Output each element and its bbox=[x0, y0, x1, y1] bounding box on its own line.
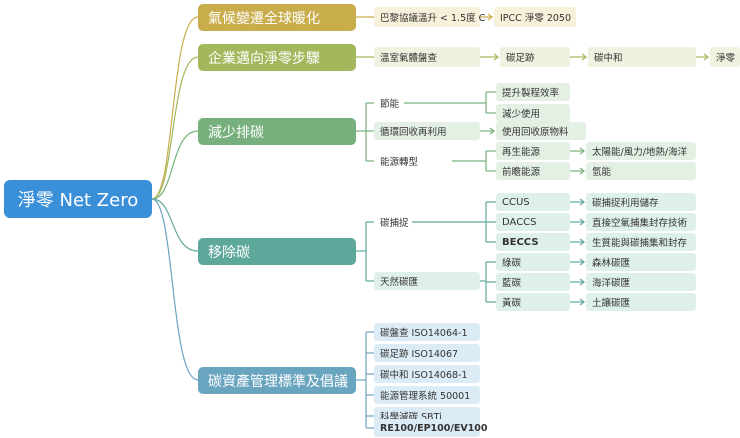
branch-climate[interactable]: 氣候變遷全球暖化 bbox=[198, 4, 356, 31]
renewable-sources[interactable]: 太陽能/風力/地熱/海洋 bbox=[586, 142, 696, 160]
daccs-description[interactable]: 直接空氣捕集封存技術 bbox=[586, 213, 696, 231]
root-link-2 bbox=[151, 130, 199, 200]
ccus-description[interactable]: 碳捕捉利用儲存 bbox=[586, 193, 696, 211]
root-link-4 bbox=[151, 198, 199, 381]
branch-enterprise[interactable]: 企業邁向淨零步驟 bbox=[198, 44, 356, 71]
frontier-hydrogen[interactable]: 氫能 bbox=[586, 162, 696, 180]
root-link-3 bbox=[151, 198, 199, 252]
branch-reduce[interactable]: 減少排碳 bbox=[198, 118, 356, 145]
capture-ccus[interactable]: CCUS bbox=[496, 193, 570, 211]
natural-blue-carbon[interactable]: 藍碳 bbox=[496, 273, 570, 291]
renewable-arrow-head bbox=[579, 147, 585, 155]
removal-arrow-1-head bbox=[579, 218, 585, 226]
branch-standards[interactable]: 碳資產管理標準及倡議 bbox=[198, 367, 356, 394]
reduce-recycle[interactable]: 循環回收再利用 bbox=[374, 122, 480, 140]
capture-daccs[interactable]: DACCS bbox=[496, 213, 570, 231]
removal-arrow-0-head bbox=[579, 198, 585, 206]
recycle-materials[interactable]: 使用回收原物料 bbox=[496, 122, 586, 140]
recycle-arrow-head bbox=[489, 127, 495, 135]
energy-saving-reduce-use[interactable]: 減少使用 bbox=[496, 104, 570, 122]
climate-arrow-head bbox=[487, 13, 493, 21]
transition-renewable[interactable]: 再生能源 bbox=[496, 142, 570, 160]
removal-natural-sink[interactable]: 天然碳匯 bbox=[374, 272, 480, 290]
branch-removal[interactable]: 移除碳 bbox=[198, 238, 356, 265]
reduce-energy-transition[interactable]: 能源轉型 bbox=[380, 157, 419, 168]
root-node[interactable]: 淨零 Net Zero bbox=[4, 180, 152, 218]
natural-yellow-carbon[interactable]: 黃碳 bbox=[496, 293, 570, 311]
standard-iso14067[interactable]: 碳足跡 ISO14067 bbox=[374, 344, 480, 362]
root-link-0 bbox=[151, 16, 199, 200]
climate-item-ipcc[interactable]: IPCC 淨零 2050 bbox=[494, 7, 576, 27]
enterprise-arrow-3-head bbox=[703, 53, 709, 61]
natural-green-carbon[interactable]: 綠碳 bbox=[496, 253, 570, 271]
climate-item-paris[interactable]: 巴黎協議溫升 < 1.5度 C bbox=[374, 7, 485, 27]
enterprise-step-footprint[interactable]: 碳足跡 bbox=[500, 47, 570, 67]
standard-iso50001[interactable]: 能源管理系統 50001 bbox=[374, 386, 480, 404]
energy-saving-efficiency[interactable]: 提升製程效率 bbox=[496, 83, 570, 101]
removal-arrow-2-head bbox=[579, 238, 585, 246]
frontier-arrow-head bbox=[579, 167, 585, 175]
removal-arrow-4-head bbox=[579, 278, 585, 286]
removal-capture[interactable]: 碳捕捉 bbox=[380, 218, 409, 229]
root-link-1 bbox=[151, 56, 199, 200]
green-carbon-desc[interactable]: 森林碳匯 bbox=[586, 253, 696, 271]
standard-re100[interactable]: RE100/EP100/EV100 bbox=[374, 419, 488, 437]
enterprise-arrow-2-head bbox=[581, 53, 587, 61]
enterprise-step-netzero[interactable]: 淨零 bbox=[710, 47, 740, 67]
reduce-energy-saving[interactable]: 節能 bbox=[380, 99, 400, 110]
enterprise-arrow-1-head bbox=[493, 53, 499, 61]
beccs-description[interactable]: 生質能與碳捕集和封存 bbox=[586, 233, 696, 251]
yellow-carbon-desc[interactable]: 土讓碳匯 bbox=[586, 293, 696, 311]
blue-carbon-desc[interactable]: 海洋碳匯 bbox=[586, 273, 696, 291]
standard-iso14064[interactable]: 碳盤查 ISO14064-1 bbox=[374, 323, 480, 341]
removal-arrow-3-head bbox=[579, 258, 585, 266]
standard-iso14068[interactable]: 碳中和 ISO14068-1 bbox=[374, 365, 480, 383]
enterprise-step-inventory[interactable]: 溫室氣體盤查 bbox=[374, 47, 480, 67]
capture-beccs[interactable]: BECCS bbox=[496, 233, 570, 251]
removal-arrow-5-head bbox=[579, 298, 585, 306]
enterprise-step-neutral[interactable]: 碳中和 bbox=[588, 47, 696, 67]
transition-frontier[interactable]: 前瞻能源 bbox=[496, 162, 570, 180]
